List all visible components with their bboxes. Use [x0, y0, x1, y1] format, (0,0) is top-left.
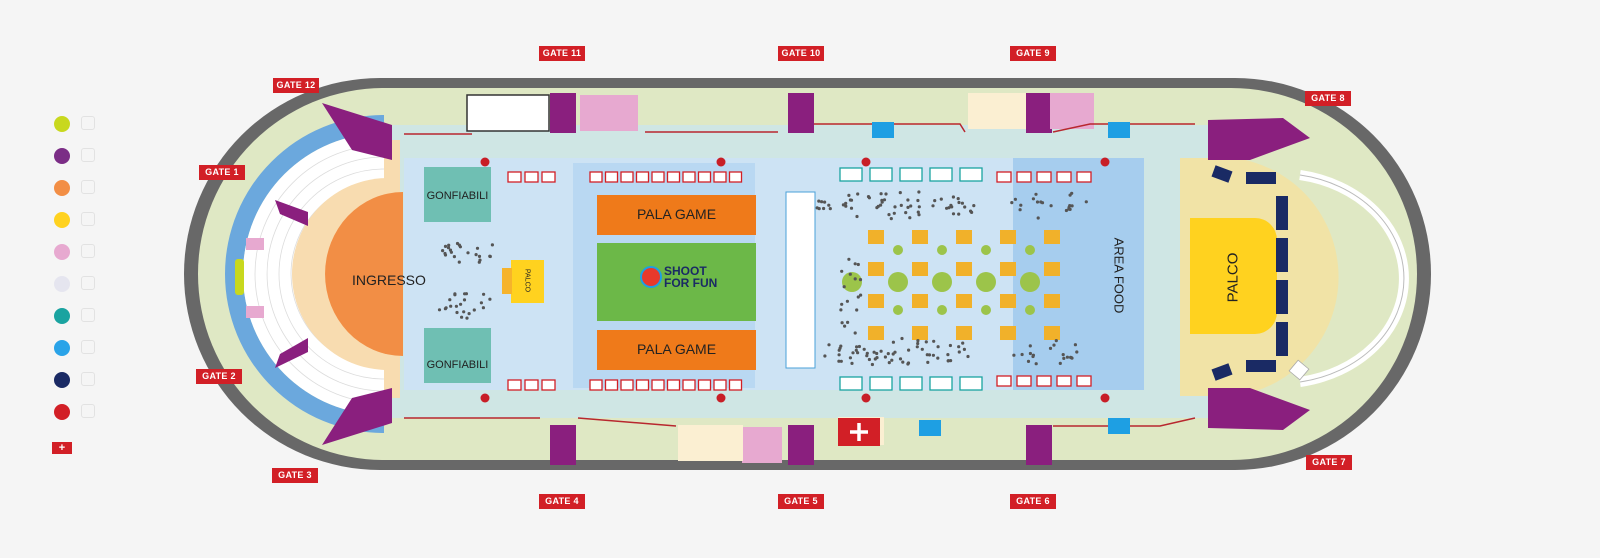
legend-color-dot: [54, 340, 70, 356]
gate-9-label: GATE 9: [1010, 46, 1056, 61]
legend-color-dot: [54, 276, 70, 292]
logo-line2: FOR FUN: [664, 276, 718, 290]
accessible-toilet-icon: [81, 276, 95, 290]
legend-color-dot: [54, 212, 70, 228]
area-food-label: AREA FOOD: [1111, 237, 1127, 314]
gate-2-label: GATE 2: [196, 369, 242, 384]
shoot-for-fun-field: [597, 243, 756, 321]
legend-item: [48, 306, 168, 338]
legend-item: [48, 242, 168, 274]
logo-ball-icon: [640, 266, 662, 288]
legend-item: [48, 210, 168, 242]
pala-game-top: [597, 195, 756, 235]
ingresso-label: INGRESSO: [352, 272, 426, 288]
gonfiabili-top-label: GONFIABILI: [426, 190, 489, 202]
gate-8-label: GATE 8: [1305, 91, 1351, 106]
pala-game-bottom: [597, 330, 756, 370]
ingresso-area: [325, 192, 403, 356]
legend-color-dot: [54, 116, 70, 132]
legend-item: [48, 178, 168, 210]
info-icon: [81, 212, 95, 226]
box-office-icon: [81, 180, 95, 194]
gate-12-label: GATE 12: [273, 78, 319, 93]
legend-color-dot: [54, 180, 70, 196]
cloakroom-icon: [81, 148, 95, 162]
legend-color-dot: [54, 244, 70, 260]
gate-11-label: GATE 11: [539, 46, 585, 61]
pala-game-top-label: PALA GAME: [636, 206, 717, 222]
main-palco-label: PALCO: [1224, 252, 1242, 303]
first-aid-legend-icon: +: [52, 442, 72, 454]
palco-small: [511, 260, 544, 303]
food-icon: [81, 308, 95, 322]
pala-game-bottom-label: PALA GAME: [636, 341, 717, 357]
legend-color-dot: [54, 308, 70, 324]
legend-item: [48, 274, 168, 306]
gate-7-label: GATE 7: [1306, 455, 1352, 470]
emergency-icon: [81, 404, 95, 418]
gonfiabili-bottom-box: [424, 328, 491, 383]
blue-stands-ring: [225, 115, 384, 433]
legend-item: [48, 370, 168, 402]
atm-icon: [81, 340, 95, 354]
elevator-icon: [81, 372, 95, 386]
shoot-for-fun-logo: SHOOT FOR FUN: [640, 264, 720, 298]
legend-color-dot: [54, 404, 70, 420]
legend-item: [48, 114, 168, 146]
gate-4-label: GATE 4: [539, 494, 585, 509]
palco-small-label: PALCO: [523, 268, 531, 293]
legend-color-dot: [54, 148, 70, 164]
gate-1-label: GATE 1: [199, 165, 245, 180]
legend-item: [48, 146, 168, 178]
gonfiabili-top-box: [424, 167, 491, 222]
gate-5-label: GATE 5: [778, 494, 824, 509]
gonfiabili-bottom-label: GONFIABILI: [426, 359, 489, 371]
gate-10-label: GATE 10: [778, 46, 824, 61]
white-table: [785, 191, 816, 369]
gate-3-label: GATE 3: [272, 468, 318, 483]
toilet-icon: [81, 244, 95, 258]
main-palco: [1190, 218, 1277, 334]
legend: [48, 114, 168, 434]
logo-line1: SHOOT: [664, 264, 707, 278]
legend-item: [48, 402, 168, 434]
gate-6-label: GATE 6: [1010, 494, 1056, 509]
legend-color-dot: [54, 372, 70, 388]
legend-item: [48, 338, 168, 370]
entrance-icon: [81, 116, 95, 130]
purple-entrance-corners: [275, 103, 1310, 445]
